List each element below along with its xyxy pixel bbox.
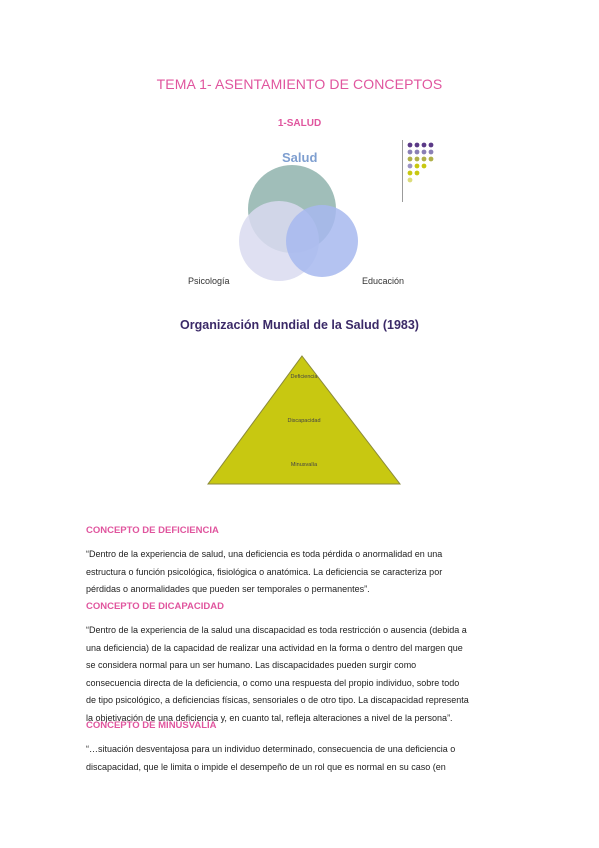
concept-discapacidad: CONCEPTO DE DICAPACIDAD “Dentro de la ex… bbox=[86, 601, 516, 727]
concept-deficiencia: CONCEPTO DE DEFICIENCIA “Dentro de la ex… bbox=[86, 525, 516, 599]
section-title: 1-SALUD bbox=[277, 118, 322, 129]
concept-line: discapacidad, que le limita o impide el … bbox=[86, 761, 446, 772]
pyramid-level-deficiencia: Deficiencia bbox=[290, 374, 318, 380]
decorative-line bbox=[402, 140, 403, 202]
concept-line: “…situación desventajosa para un individ… bbox=[86, 744, 456, 754]
venn-circles bbox=[239, 165, 358, 281]
pyramid-diagram: Deficiencia Discapacidad Minusvalía bbox=[206, 354, 402, 491]
concept-heading: CONCEPTO DE MINUSVALÍA bbox=[86, 720, 217, 731]
concept-line: se considera normal para un ser humano. … bbox=[86, 660, 417, 670]
concept-minusvalia: CONCEPTO DE MINUSVALÍA “…situación desve… bbox=[86, 720, 516, 776]
concept-line: consecuencia directa de la deficiencia, … bbox=[86, 677, 460, 688]
decorative-dots-icon bbox=[407, 142, 434, 183]
venn-label-psicologia: Psicología bbox=[188, 276, 230, 286]
concept-line: de tipo psicológico, a deficiencias físi… bbox=[86, 695, 469, 705]
pyramid-shape bbox=[207, 355, 402, 485]
venn-title: Salud bbox=[282, 150, 318, 165]
concept-line: “Dentro de la experiencia de salud, una … bbox=[86, 549, 443, 559]
venn-circle-educacion bbox=[286, 205, 358, 277]
pyramid-level-minusvalia: Minusvalía bbox=[290, 462, 318, 468]
venn-diagram: Salud Psicología Educación bbox=[176, 140, 416, 298]
page-title: TEMA 1- ASENTAMIENTO DE CONCEPTOS bbox=[156, 76, 443, 92]
oms-title: Organización Mundial de la Salud (1983) bbox=[180, 318, 419, 332]
concept-heading: CONCEPTO DE DICAPACIDAD bbox=[86, 601, 224, 612]
venn-label-educacion: Educación bbox=[362, 276, 405, 286]
concept-line: estructura o función psicológica, fisiol… bbox=[86, 566, 443, 577]
concept-line: “Dentro de la experiencia de la salud un… bbox=[86, 625, 467, 635]
concept-line: la objetivación de una deficiencia y, en… bbox=[86, 712, 453, 723]
concept-line: una deficiencia) de la capacidad de real… bbox=[86, 642, 463, 653]
concept-heading: CONCEPTO DE DEFICIENCIA bbox=[86, 525, 219, 536]
concept-line: pérdidas o anormalidades que pueden ser … bbox=[86, 584, 370, 594]
pyramid-level-discapacidad: Discapacidad bbox=[287, 418, 321, 424]
